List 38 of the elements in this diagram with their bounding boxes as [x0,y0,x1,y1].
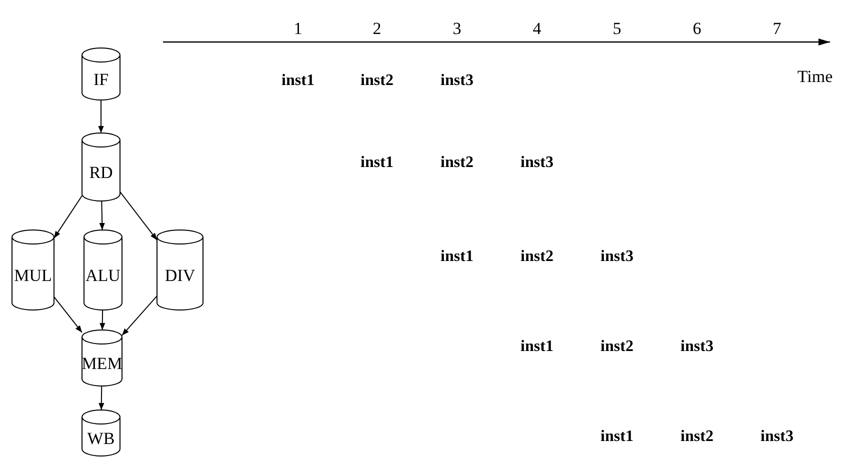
instruction-label: inst2 [600,338,634,356]
arrow [122,295,158,336]
axis-title: Time [797,68,833,86]
arrow [99,200,105,230]
arrow [120,191,158,241]
arrow [54,195,82,239]
time-step-number: 6 [692,20,702,38]
arrow [98,386,104,410]
time-step-number: 7 [772,20,782,38]
arrow [54,296,82,333]
node-label: MUL [14,266,52,286]
instruction-label: inst2 [680,428,714,446]
time-step-number: 2 [372,20,382,38]
arrow [100,310,106,330]
instruction-label: inst3 [600,248,634,266]
instruction-label: inst3 [760,428,794,446]
instruction-label: inst3 [520,154,554,172]
instruction-label: inst1 [440,248,474,266]
instruction-label: inst3 [680,338,714,356]
node-label: IF [93,70,109,90]
node-label: MEM [82,354,122,374]
node-label: DIV [164,266,196,286]
time-step-number: 1 [294,20,302,38]
time-step-number: 5 [612,20,622,38]
arrow [98,100,104,134]
instruction-label: inst2 [360,72,394,90]
instruction-label: inst1 [360,154,394,172]
time-step-number: 4 [532,20,542,38]
instruction-label: inst2 [440,154,474,172]
instruction-label: inst2 [520,248,554,266]
time-step-number: 3 [452,20,462,38]
node-label: WB [87,429,115,449]
instruction-label: inst1 [520,338,554,356]
instruction-label: inst3 [440,72,474,90]
instruction-label: inst1 [600,428,634,446]
node-label: RD [89,163,113,183]
node-label: ALU [86,266,120,286]
instruction-label: inst1 [282,72,314,90]
